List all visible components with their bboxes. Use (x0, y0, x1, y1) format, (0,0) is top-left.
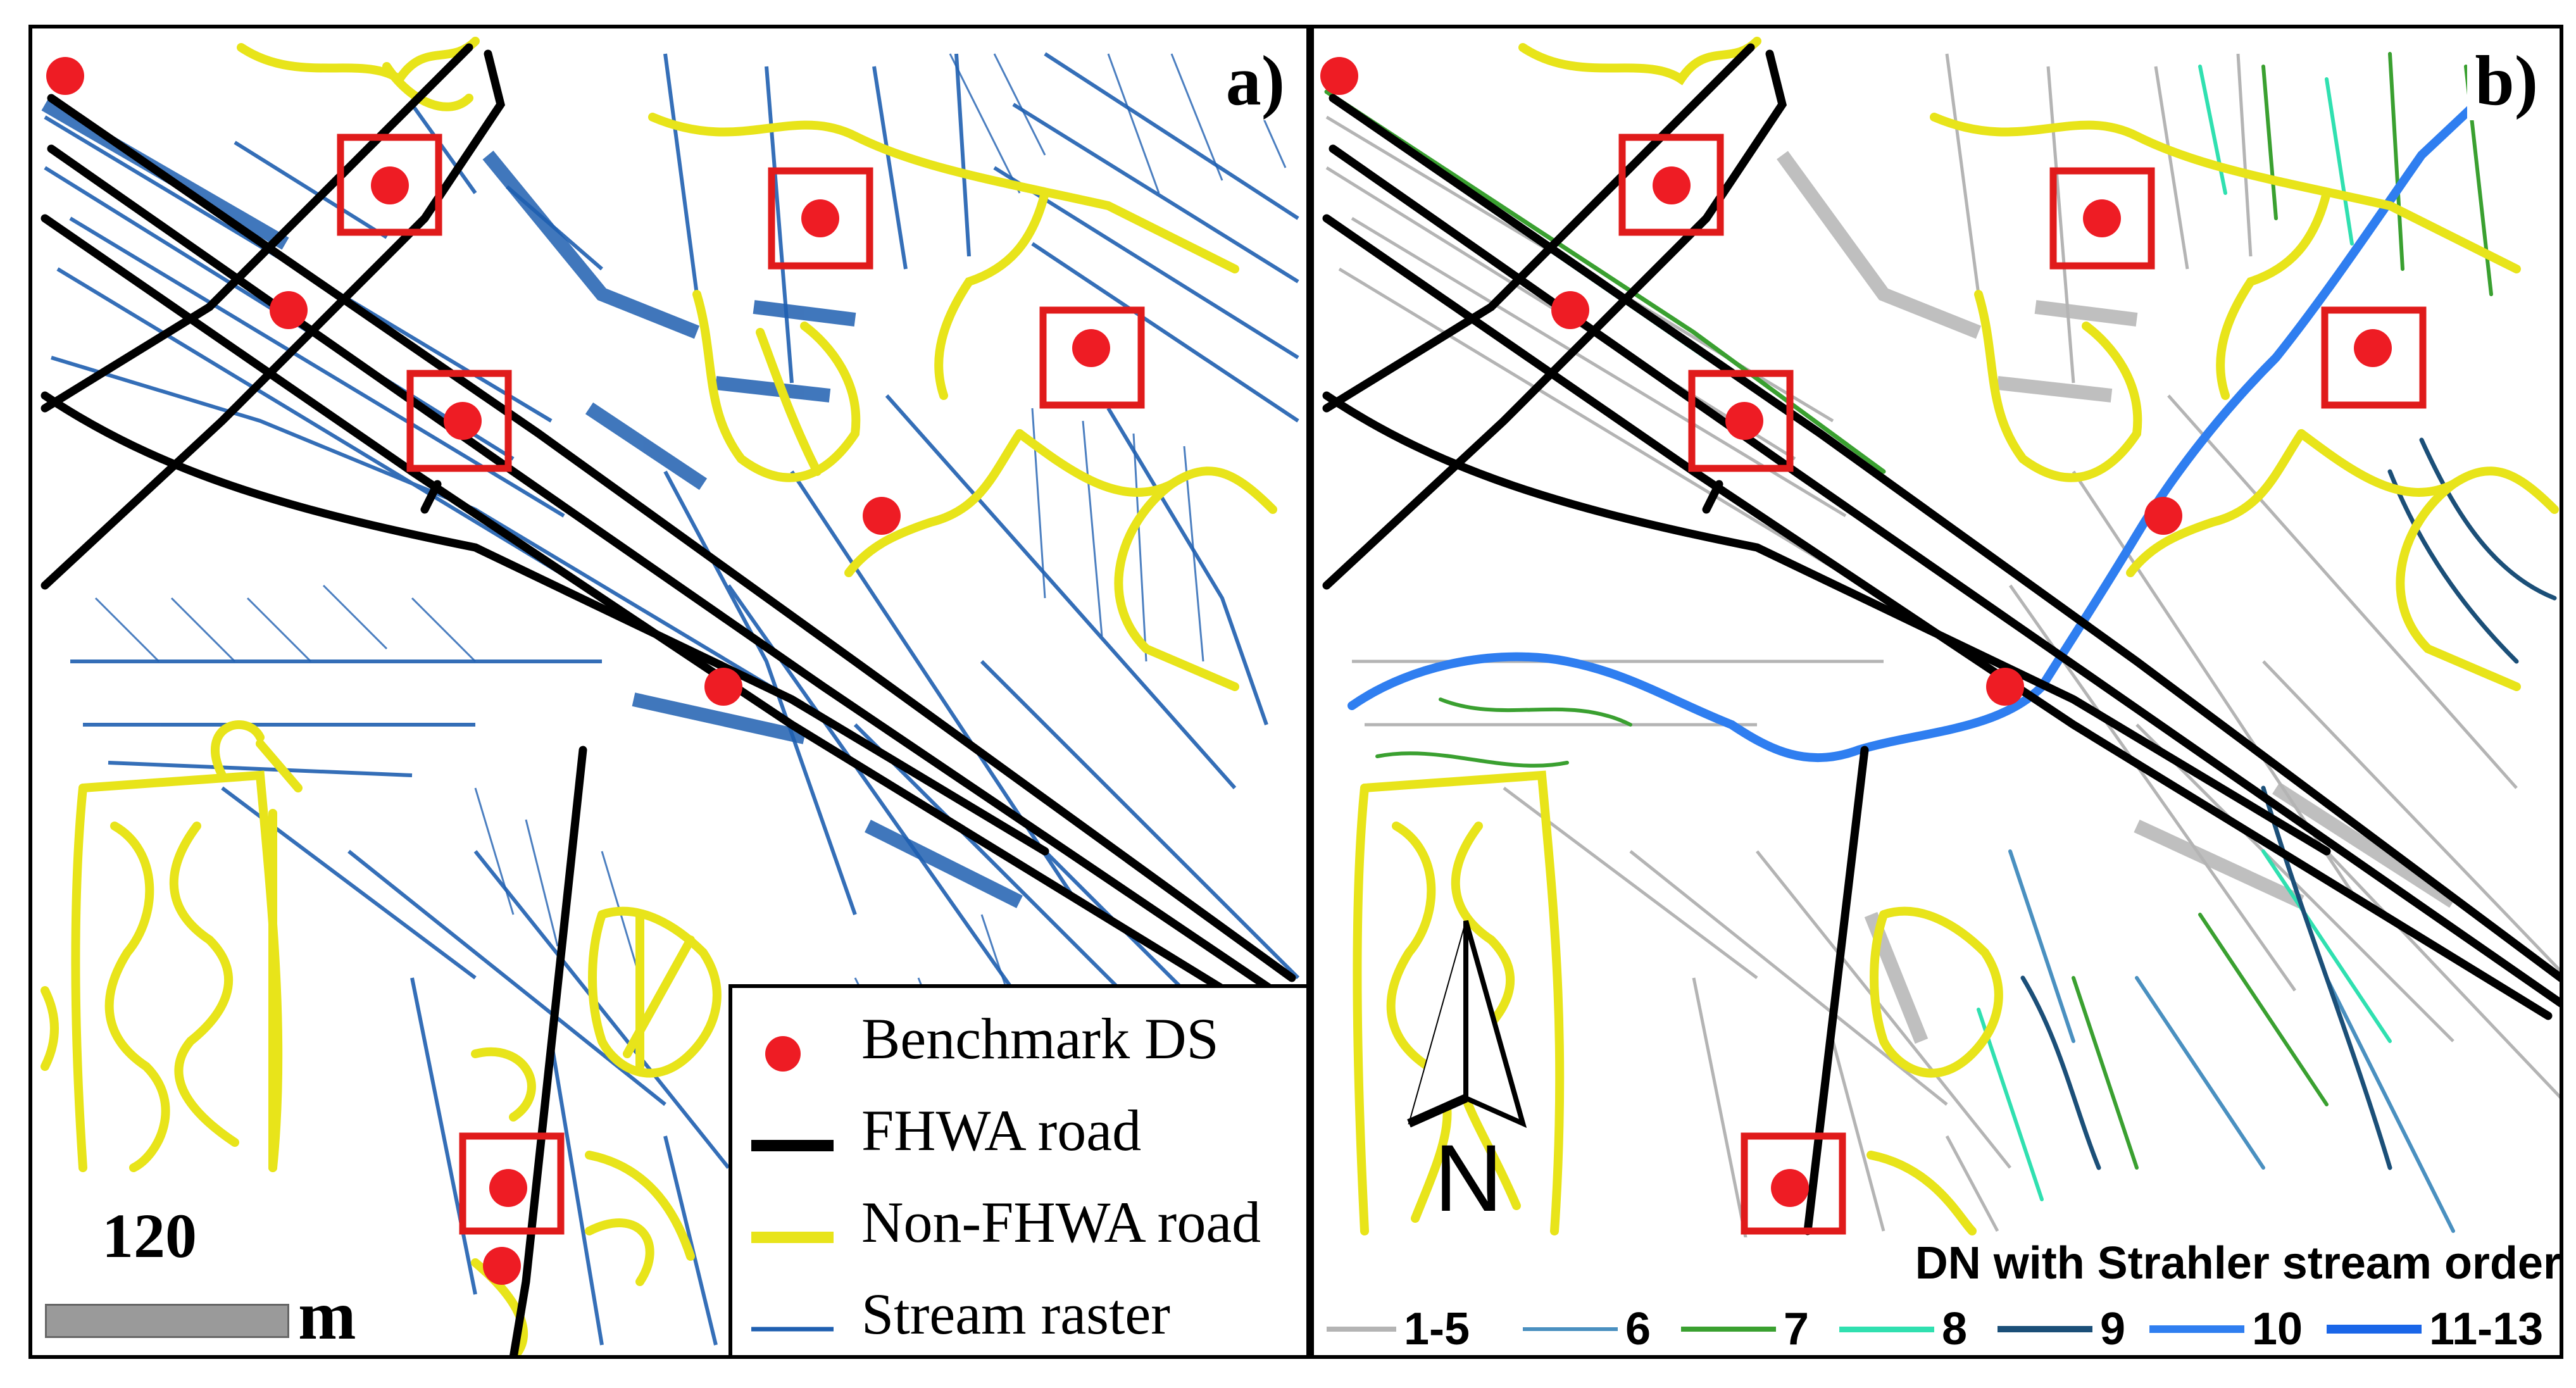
highlight-box (459, 1132, 565, 1235)
legend-item-order-6: 6 (1523, 1301, 1651, 1355)
highlight-box (1039, 306, 1145, 409)
cyan-line-icon (1839, 1326, 1934, 1332)
stream-raster-layer (41, 52, 1300, 1346)
benchmark-point (2354, 329, 2392, 367)
legend-item-order-10: 10 (2149, 1301, 2303, 1355)
benchmark-point (489, 1169, 527, 1207)
north-label: N (1434, 1125, 1503, 1231)
legend-item-order-1-5: 1-5 (1327, 1301, 1470, 1355)
legend-label: Non-FHWA road (861, 1190, 1261, 1254)
panel-a-label: a) (1218, 42, 1292, 121)
benchmark-point (704, 668, 742, 706)
green-line-icon (1681, 1327, 1776, 1332)
legend-item-order-11-13: 11-13 (2327, 1301, 2544, 1355)
highlight-box (1741, 1132, 1846, 1235)
benchmark-point (483, 1247, 521, 1285)
benchmark-point (1725, 402, 1763, 440)
north-arrow-icon (1407, 920, 1527, 1129)
legend-item-order-8: 8 (1839, 1301, 1968, 1355)
fhwa-road-layer (41, 43, 1296, 1355)
teal-line-icon (1523, 1327, 1618, 1331)
benchmark-point (2083, 199, 2121, 237)
legend-label: 8 (1942, 1304, 1968, 1354)
legend-label: Benchmark DS (861, 1006, 1219, 1071)
dark-blue-line-icon (1998, 1326, 2092, 1332)
black-line-icon (745, 1111, 840, 1151)
benchmark-point (371, 166, 409, 204)
benchmark-point (270, 291, 308, 329)
highlight-box (2321, 306, 2427, 409)
highlight-box (768, 167, 873, 270)
legend-label: 1-5 (1404, 1304, 1470, 1354)
legend-a: Benchmark DS FHWA road Non-FHWA road Str… (728, 984, 1306, 1355)
north-arrow: N (1396, 915, 1542, 1231)
bright-blue-line-icon (2327, 1325, 2422, 1334)
highlight-box (2049, 167, 2155, 270)
blue-line-icon (745, 1295, 840, 1333)
yellow-line-icon (745, 1203, 840, 1243)
stream-order-colored-layer (1324, 49, 2557, 1233)
legend-label: 11-13 (2429, 1304, 2544, 1354)
benchmark-point (1072, 329, 1110, 367)
gray-line-icon (1327, 1327, 1396, 1332)
benchmark-point (1653, 166, 1691, 204)
legend-item-order-9: 9 (1998, 1301, 2126, 1355)
stream-order-1-5-layer (1325, 53, 2560, 1295)
map-b-canvas (1320, 37, 2560, 1295)
benchmark-point (46, 57, 84, 95)
map-a-canvas (41, 37, 1300, 1355)
legend-b: DN with Strahler stream order 1-5 6 7 8 … (1314, 1237, 2561, 1355)
legend-item-stream-raster: Stream raster (745, 1266, 1170, 1355)
legend-item-fhwa-road: FHWA road (745, 1083, 1141, 1178)
legend-label: 9 (2100, 1304, 2126, 1354)
benchmark-point (1551, 291, 1589, 329)
highlight-box-layer (337, 134, 1145, 1235)
highlight-box (1688, 370, 1794, 472)
legend-label: 10 (2252, 1304, 2303, 1354)
legend-item-non-fhwa-road: Non-FHWA road (745, 1175, 1261, 1270)
benchmark-point (1771, 1169, 1809, 1207)
benchmark-dot-icon (745, 1020, 840, 1072)
benchmark-point (1320, 57, 1358, 95)
legend-title: DN with Strahler stream order (1915, 1238, 2561, 1289)
benchmark-point (444, 402, 482, 440)
scale-unit: m (298, 1277, 356, 1354)
blue-line-icon (2149, 1325, 2244, 1333)
scale-bar: 120 m (32, 1174, 374, 1355)
legend-label: Stream raster (861, 1282, 1170, 1346)
legend-item-benchmark: Benchmark DS (745, 991, 1219, 1086)
map-panel-b: b) N DN with Strahler stream order 1-5 6… (1310, 25, 2563, 1359)
highlight-box-layer (1618, 134, 2427, 1235)
panel-b-label: b) (2467, 42, 2546, 121)
fhwa-road-layer (1322, 43, 2560, 1235)
benchmark-point (801, 199, 839, 237)
non-fhwa-road-layer (1353, 37, 2559, 1235)
legend-label: FHWA road (861, 1098, 1142, 1163)
highlight-box (337, 134, 442, 236)
scale-value: 120 (102, 1201, 197, 1271)
benchmark-point (1986, 668, 2024, 706)
benchmark-point (863, 497, 901, 535)
benchmark-point (2144, 497, 2182, 535)
legend-items: 1-5 6 7 8 9 10 (1314, 1301, 2560, 1355)
legend-label: 6 (1625, 1304, 1651, 1354)
non-fhwa-road-layer (41, 37, 1277, 1355)
legend-item-order-7: 7 (1681, 1301, 1810, 1355)
benchmark-point-layer (46, 57, 1110, 1285)
map-panel-a: a) 120 m Benchmark DS FHWA road Non-FHWA… (28, 25, 1310, 1359)
scale-bar-graphic (45, 1304, 289, 1338)
highlight-box (1618, 134, 1724, 236)
legend-label: 7 (1784, 1304, 1810, 1354)
highlight-box (406, 370, 512, 472)
